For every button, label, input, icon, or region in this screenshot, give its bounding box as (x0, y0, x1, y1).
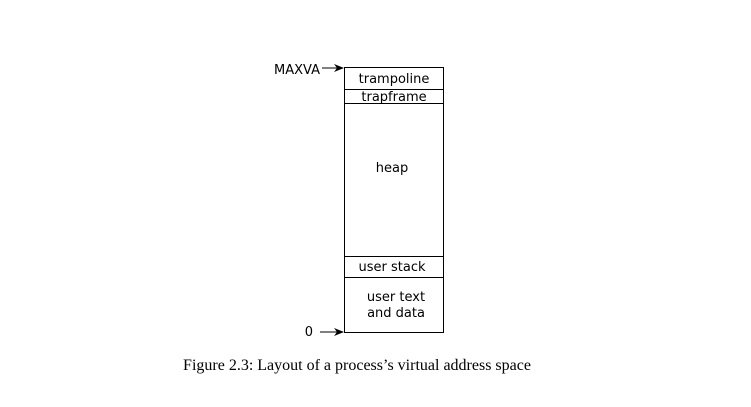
figure-caption: Figure 2.3: Layout of a process’s virtua… (183, 357, 531, 374)
memory-column (344, 67, 444, 333)
zero-address-label: 0 (305, 325, 313, 340)
maxva-label: MAXVA (274, 63, 320, 78)
segment-label-user-text: user text (367, 290, 425, 305)
segment-label-user-stack: user stack (359, 260, 426, 275)
segment-label-heap: heap (376, 161, 408, 176)
segment-label-trampoline: trampoline (359, 72, 430, 87)
segment-label-and-data: and data (367, 306, 425, 321)
segment-label-trapframe: trapframe (361, 90, 426, 105)
